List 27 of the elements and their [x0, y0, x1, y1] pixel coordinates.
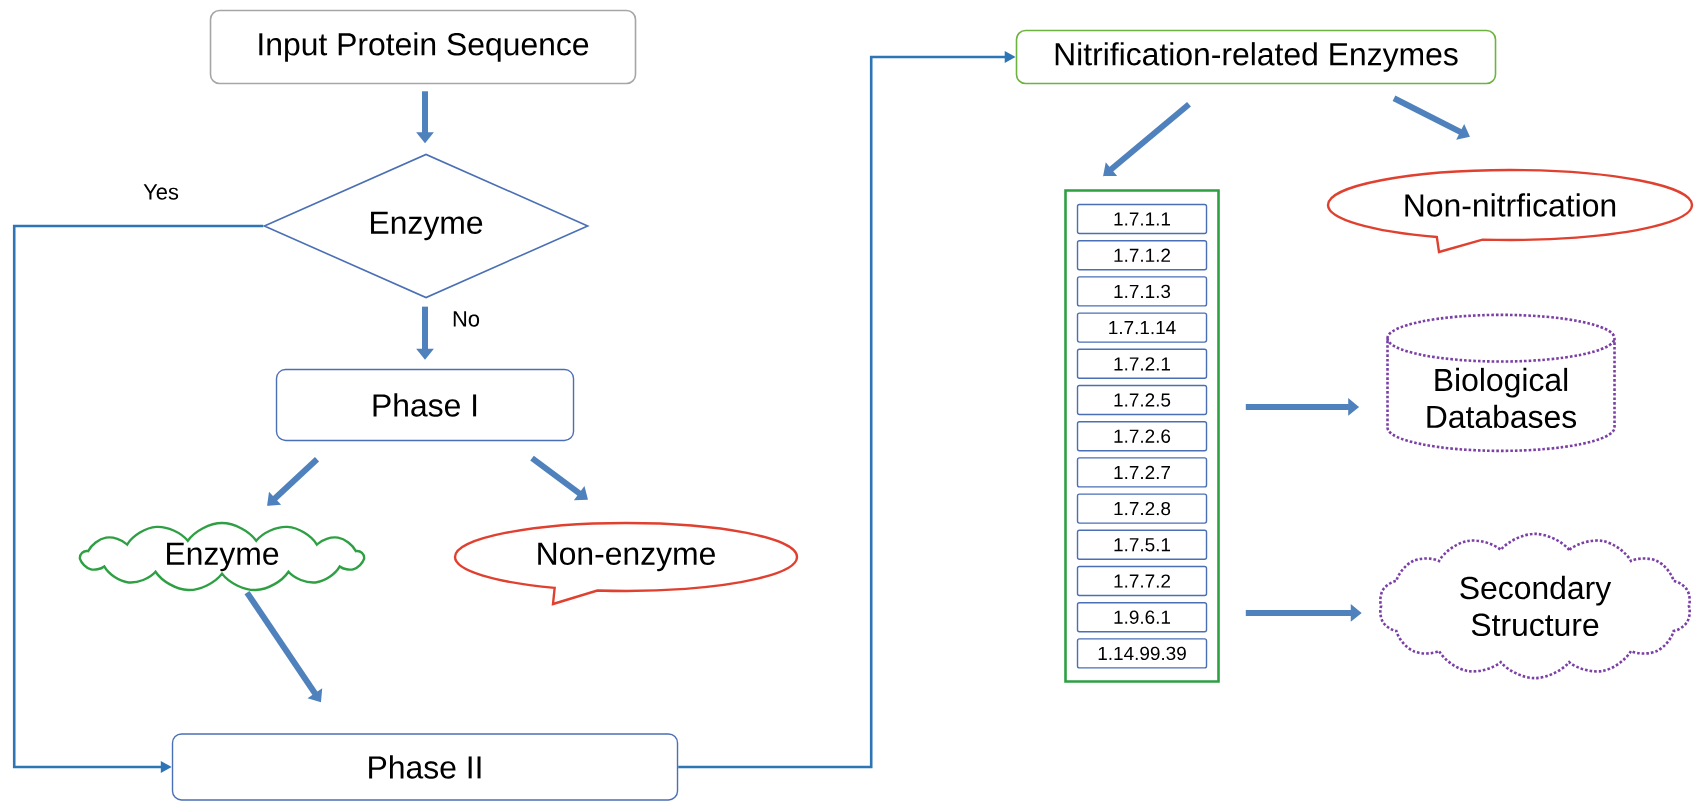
list-item: 1.7.1.2: [1076, 240, 1208, 271]
list-item: 1.7.2.8: [1076, 493, 1208, 524]
list-item: 1.7.5.1: [1076, 529, 1208, 560]
database-cylinder: Biological Databases: [1386, 313, 1616, 453]
block-arrow: [1392, 95, 1470, 140]
list-item: 1.7.2.7: [1076, 457, 1208, 488]
block-arrow: [1103, 102, 1191, 177]
list-item: 1.7.1.3: [1076, 276, 1208, 307]
speech-bubble: Non-enzyme: [453, 521, 799, 606]
process-box: Input Protein Sequence: [209, 9, 637, 85]
list-item: 1.7.1.1: [1076, 203, 1208, 235]
speech-bubble: Non-nitrfication: [1326, 168, 1694, 254]
list-item: 1.14.99.39: [1076, 638, 1208, 669]
process-box: Phase II: [171, 733, 679, 801]
process-box: Nitrification-related Enzymes: [1015, 29, 1497, 85]
list-item: 1.7.2.5: [1076, 384, 1208, 416]
list-item: 1.9.6.1: [1076, 602, 1208, 633]
edge-label: Yes: [141, 182, 181, 202]
list-item: 1.7.1.14: [1076, 312, 1208, 343]
list-box: [1064, 189, 1220, 683]
process-box: Phase I: [275, 368, 575, 442]
list-item: 1.7.2.1: [1076, 348, 1208, 379]
block-arrow: [530, 455, 588, 501]
list-item: 1.7.7.2: [1076, 565, 1208, 597]
list-item: 1.7.2.6: [1076, 421, 1208, 452]
edge-label: No: [450, 309, 482, 329]
block-arrow: [267, 457, 320, 506]
